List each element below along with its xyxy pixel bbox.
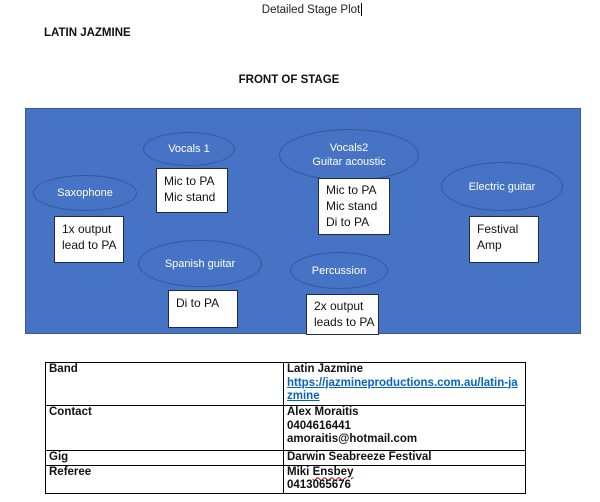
stage-position-electric-guitar[interactable]: Electric guitar [441, 162, 563, 211]
stage-area-shape[interactable]: Vocals 1 Saxophone Vocals2 Guitar acoust… [25, 108, 581, 335]
referee-first-name: Miki [287, 465, 313, 478]
table-row-band: Band Latin Jazmine https://jazmineproduc… [45, 362, 526, 406]
contact-phone: 0404616441 [287, 419, 351, 432]
stage-position-saxophone[interactable]: Saxophone [33, 175, 137, 211]
referee-last-name-spellcheck: Ensbey [312, 465, 354, 478]
referee-phone: 0413065676 [287, 479, 351, 491]
doc-title-row: Detailed Stage Plot [24, 3, 600, 16]
stage-position-vocals2-guitar-acoustic[interactable]: Vocals2 Guitar acoustic [279, 129, 419, 181]
note-line: 1x output [62, 222, 112, 236]
table-row-referee: Referee Miki Ensbey 0413065676 [45, 464, 526, 494]
stage-position-percussion[interactable]: Percussion [290, 252, 388, 289]
band-name-value: Latin Jazmine [287, 363, 364, 376]
stage-position-label: Vocals 1 [168, 143, 210, 155]
page-title[interactable]: Detailed Stage Plot [261, 4, 361, 16]
row-value-cell: Alex Moraitis 0404616441 amoraitis@hotma… [283, 405, 526, 451]
stage-position-label: Saxophone [57, 187, 113, 199]
equipment-note-vocals2[interactable]: Mic to PA Mic stand Di to PA [318, 178, 390, 235]
row-label-cell: Contact [45, 405, 284, 451]
row-value-cell: Darwin Seabreeze Festival [283, 450, 526, 466]
equipment-note-saxophone[interactable]: 1x output lead to PA [54, 216, 124, 263]
row-label-cell: Band [45, 362, 284, 406]
row-label-cell: Referee [45, 464, 284, 494]
row-label-cell: Gig [45, 450, 284, 466]
row-value-cell: Miki Ensbey 0413065676 [283, 464, 526, 494]
stage-position-label: Spanish guitar [164, 257, 236, 270]
band-info-table: Band Latin Jazmine https://jazmineproduc… [45, 362, 526, 494]
front-of-stage-label: FRONT OF STAGE [238, 74, 340, 86]
equipment-note-vocals1[interactable]: Mic to PA Mic stand [156, 168, 228, 213]
contact-name: Alex Moraitis [287, 406, 359, 419]
stage-position-label: Percussion [311, 264, 367, 277]
note-line: Mic to PA [326, 183, 377, 197]
note-line: Mic stand [164, 190, 216, 204]
contact-email: amoraitis@hotmail.com [287, 433, 418, 445]
note-line: Mic to PA [164, 174, 215, 188]
text-cursor [361, 3, 363, 16]
stage-position-label: Guitar acoustic [312, 156, 386, 168]
stage-position-spanish-guitar[interactable]: Spanish guitar [138, 240, 262, 287]
note-line: lead to PA [62, 238, 117, 252]
note-line: Di to PA [176, 296, 220, 310]
note-line: Di to PA [326, 215, 370, 229]
note-line: Amp [477, 238, 502, 252]
note-line: Mic stand [326, 199, 378, 213]
equipment-note-electric-guitar[interactable]: Festival Amp [469, 216, 539, 263]
note-line: leads to PA [314, 315, 375, 329]
band-name-heading: LATIN JAZMINE [44, 27, 131, 39]
note-line: Festival [477, 222, 519, 236]
stage-position-label: Vocals2 [329, 142, 369, 154]
band-website-link[interactable]: https://jazmineproductions.com.au/latin-… [287, 376, 518, 403]
equipment-note-percussion[interactable]: 2x output leads to PA [306, 294, 379, 335]
gig-name: Darwin Seabreeze Festival [287, 451, 432, 463]
note-line: 2x output [314, 299, 364, 313]
table-row-contact: Contact Alex Moraitis 0404616441 amorait… [45, 405, 526, 451]
referee-name: Miki Ensbey [287, 465, 522, 479]
stage-position-vocals1[interactable]: Vocals 1 [143, 132, 235, 166]
table-row-gig: Gig Darwin Seabreeze Festival [45, 450, 526, 466]
equipment-note-spanish-guitar[interactable]: Di to PA [168, 290, 238, 328]
row-value-cell: Latin Jazmine https://jazmineproductions… [283, 362, 526, 406]
stage-position-label: Electric guitar [468, 180, 536, 193]
